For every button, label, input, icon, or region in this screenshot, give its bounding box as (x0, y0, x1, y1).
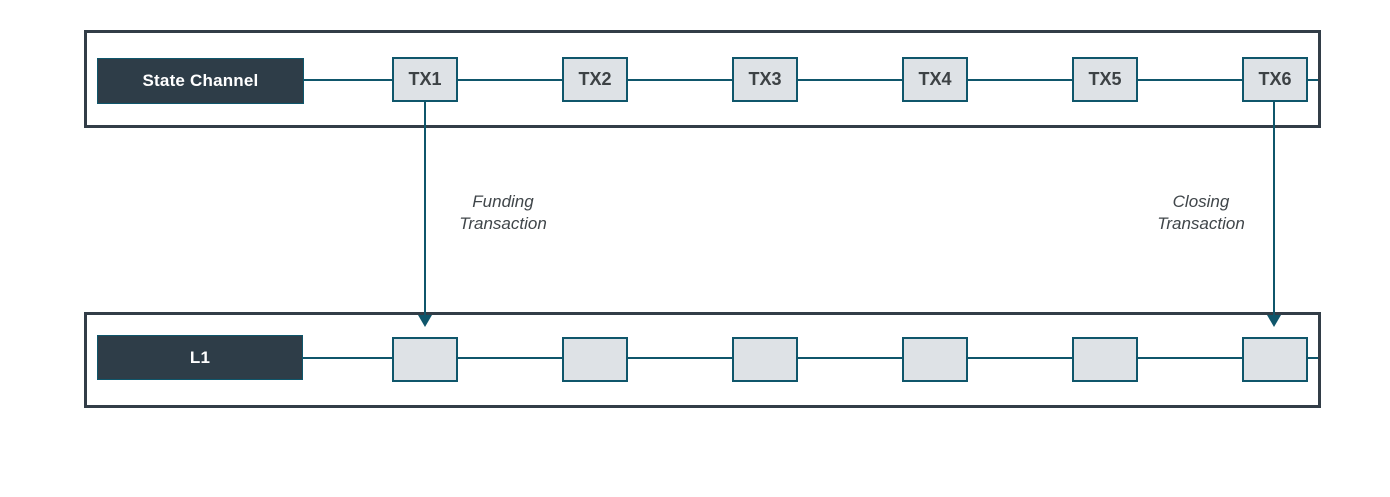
tx-node-1: TX1 (392, 57, 458, 102)
top-rail-connector-line (302, 79, 1318, 81)
tx-node-5: TX5 (1072, 57, 1138, 102)
funding-transaction-label: Funding Transaction (403, 191, 603, 235)
closing-arrowhead-icon (1267, 315, 1281, 327)
tx-node-4-label: TX4 (918, 69, 952, 89)
tx-node-5-label: TX5 (1088, 69, 1122, 89)
tx-node-3: TX3 (732, 57, 798, 102)
l1-block-1 (392, 337, 458, 382)
tx-node-3-label: TX3 (748, 69, 782, 89)
tx-node-2-label: TX2 (578, 69, 612, 89)
funding-arrowhead-icon (418, 315, 432, 327)
closing-transaction-label: Closing Transaction (1101, 191, 1301, 235)
tx-node-6-label: TX6 (1258, 69, 1292, 89)
l1-block-3 (732, 337, 798, 382)
tx-node-2: TX2 (562, 57, 628, 102)
closing-arrow-line (1273, 102, 1275, 315)
l1-label: L1 (189, 347, 211, 367)
l1-block-2 (562, 337, 628, 382)
l1-label-box: L1 (97, 335, 303, 380)
funding-arrow-line (424, 102, 426, 315)
bottom-rail-connector-line (302, 357, 1318, 359)
tx-node-6: TX6 (1242, 57, 1308, 102)
state-channel-label-box: State Channel (97, 58, 304, 104)
funding-label-line1: Funding (472, 192, 534, 211)
tx-node-4: TX4 (902, 57, 968, 102)
tx-node-1-label: TX1 (408, 69, 442, 89)
l1-block-6 (1242, 337, 1308, 382)
funding-label-line2: Transaction (459, 214, 547, 233)
closing-label-line2: Transaction (1157, 214, 1245, 233)
state-channel-label: State Channel (142, 71, 259, 90)
l1-block-4 (902, 337, 968, 382)
closing-label-line1: Closing (1172, 192, 1230, 211)
l1-block-5 (1072, 337, 1138, 382)
